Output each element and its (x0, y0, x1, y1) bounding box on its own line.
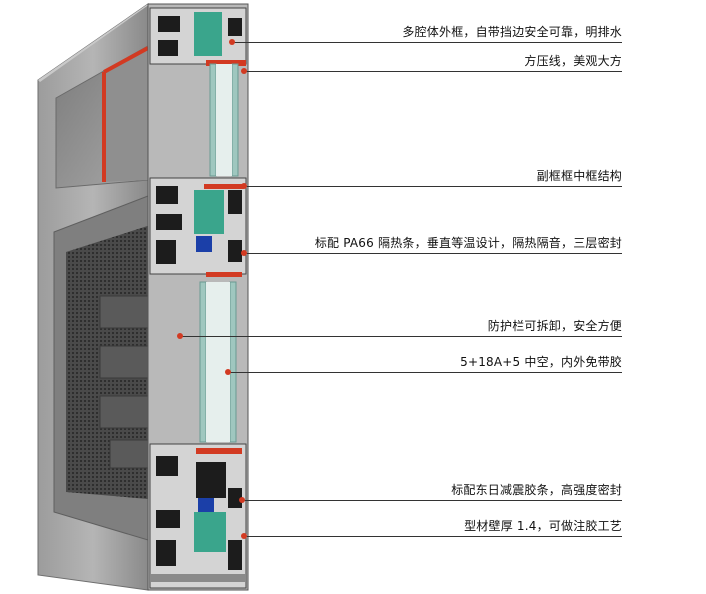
leader-line-6 (228, 372, 622, 373)
marker-dot-2 (241, 68, 247, 74)
callout-subframe-structure: 副框框中框结构 (536, 169, 622, 183)
callout-wall-thickness: 型材壁厚 1.4，可做注胶工艺 (464, 519, 622, 533)
callout-insulated-glass: 5+18A+5 中空，内外免带胶 (460, 355, 622, 369)
marker-dot-5 (177, 333, 183, 339)
marker-dot-6 (225, 369, 231, 375)
callout-square-bead: 方压线，美观大方 (524, 54, 622, 68)
upper-fixed-pane (55, 45, 149, 189)
leader-line-2 (244, 71, 622, 72)
profile-cross-section (147, 3, 249, 591)
marker-dot-7 (239, 497, 245, 503)
leader-line-1 (232, 42, 622, 43)
marker-dot-8 (241, 533, 247, 539)
callout-multi-chamber-frame: 多腔体外框，自带挡边安全可靠，明排水 (402, 25, 622, 39)
callout-gasket-seal: 标配东日减震胶条，高强度密封 (451, 483, 622, 497)
leader-line-3 (244, 186, 622, 187)
marker-dot-1 (229, 39, 235, 45)
callout-removable-guard: 防护栏可拆卸，安全方便 (487, 319, 622, 333)
leader-line-5 (180, 336, 622, 337)
callout-thermal-break: 标配 PA66 隔热条，垂直等温设计，隔热隔音，三层密封 (314, 236, 622, 250)
marker-dot-4 (241, 250, 247, 256)
leader-line-7 (242, 500, 622, 501)
leader-line-4 (244, 253, 622, 254)
marker-dot-3 (241, 183, 247, 189)
leader-line-8 (244, 536, 622, 537)
